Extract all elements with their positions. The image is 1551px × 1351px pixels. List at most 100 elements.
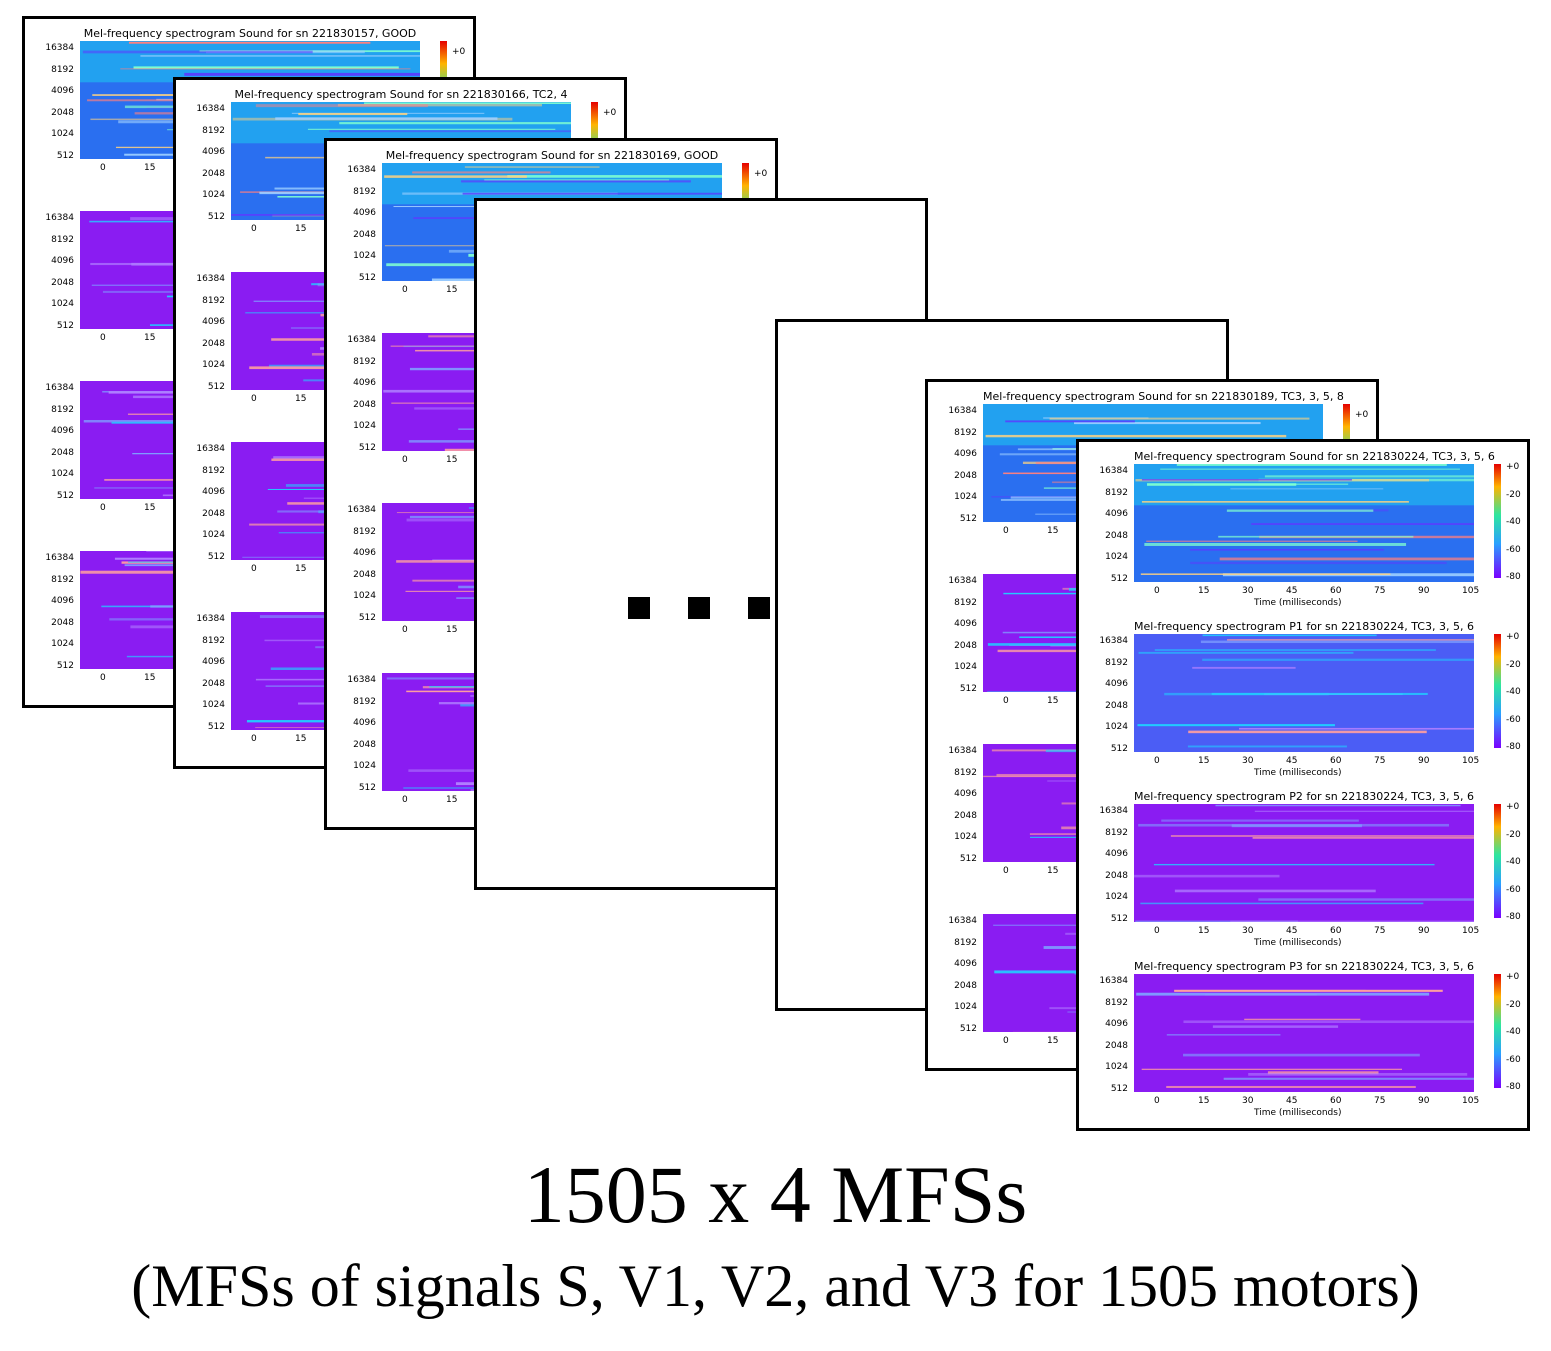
x-tick-label: 0 xyxy=(1154,926,1160,936)
x-tick-label: 0 xyxy=(1003,866,1009,876)
x-tick-label: 90 xyxy=(1418,926,1430,936)
x-tick-label: 0 xyxy=(1154,1096,1160,1106)
panel-title: Mel-frequency spectrogram Sound for sn 2… xyxy=(1134,450,1495,463)
y-tick-label: 512 xyxy=(959,684,977,694)
y-tick-label: 16384 xyxy=(948,746,977,756)
y-tick-label: 8192 xyxy=(1105,997,1128,1008)
x-tick-label: 45 xyxy=(1286,586,1298,596)
y-tick-label: 8192 xyxy=(1105,657,1128,668)
x-tick-label: 15 xyxy=(295,564,307,574)
colorbar-tick-label: +0 xyxy=(1506,462,1520,472)
x-tick-label: 0 xyxy=(1003,526,1009,536)
y-tick-label: 512 xyxy=(1110,914,1128,924)
y-tick-label: 16384 xyxy=(347,675,376,685)
y-tick-label: 16384 xyxy=(347,505,376,515)
x-tick-label: 0 xyxy=(251,394,257,404)
panel-title: Mel-frequency spectrogram Sound for sn 2… xyxy=(234,88,568,101)
spectrogram-image xyxy=(1134,974,1512,1092)
y-tick-label: 16384 xyxy=(948,576,977,586)
y-tick-label: 16384 xyxy=(347,335,376,345)
y-tick-label: 16384 xyxy=(1099,636,1128,646)
y-tick-label: 4096 xyxy=(1105,849,1128,860)
colorbar-tick-label: -20 xyxy=(1506,489,1521,500)
colorbar-tick-label: +0 xyxy=(603,108,617,118)
y-tick-label: 512 xyxy=(56,321,74,331)
y-tick-label: 2048 xyxy=(202,508,225,519)
x-tick-label: 15 xyxy=(1047,526,1059,536)
y-tick-label: 4096 xyxy=(1105,509,1128,520)
y-tick-label: 1024 xyxy=(51,469,74,480)
x-tick-label: 60 xyxy=(1330,1096,1342,1106)
y-tick-label: 4096 xyxy=(202,657,225,668)
x-tick-label: 15 xyxy=(144,673,156,683)
y-tick-label: 1024 xyxy=(353,591,376,602)
x-tick-label: 30 xyxy=(1242,586,1254,596)
y-tick-label: 4096 xyxy=(954,449,977,460)
y-tick-label: 1024 xyxy=(954,1002,977,1013)
y-tick-label: 2048 xyxy=(202,168,225,179)
x-tick-label: 0 xyxy=(402,285,408,295)
colorbar-tick-label: -80 xyxy=(1506,572,1521,582)
y-tick-label: 1024 xyxy=(1105,722,1128,733)
y-tick-label: 16384 xyxy=(948,916,977,926)
x-tick-label: 0 xyxy=(251,734,257,744)
y-tick-label: 1024 xyxy=(353,761,376,772)
x-tick-label: 0 xyxy=(251,564,257,574)
x-tick-label: 15 xyxy=(295,394,307,404)
y-tick-label: 512 xyxy=(959,514,977,524)
colorbar-tick-label: +0 xyxy=(1506,972,1520,982)
spectrogram-image xyxy=(1134,804,1527,924)
colorbar-tick-label: -80 xyxy=(1506,912,1521,922)
caption-sub: (MFSs of signals S, V1, V2, and V3 for 1… xyxy=(131,1253,1420,1319)
y-tick-label: 2048 xyxy=(1105,700,1128,711)
panel-title: Mel-frequency spectrogram Sound for sn 2… xyxy=(83,27,417,40)
y-tick-label: 2048 xyxy=(1105,530,1128,541)
x-tick-label: 15 xyxy=(1198,1096,1210,1106)
x-tick-label: 15 xyxy=(446,455,458,465)
x-tick-label: 105 xyxy=(1462,586,1480,596)
x-tick-label: 45 xyxy=(1286,1096,1298,1106)
y-tick-label: 1024 xyxy=(1105,892,1128,903)
colorbar-tick-label: +0 xyxy=(1355,410,1369,420)
x-tick-label: 0 xyxy=(1003,696,1009,706)
y-tick-label: 1024 xyxy=(353,421,376,432)
y-tick-label: 8192 xyxy=(51,404,74,415)
y-tick-label: 2048 xyxy=(1105,1040,1128,1051)
colorbar-tick-label: -60 xyxy=(1506,714,1521,725)
y-tick-label: 16384 xyxy=(45,553,74,563)
y-tick-label: 4096 xyxy=(954,619,977,630)
ellipsis-dot-1 xyxy=(628,597,650,619)
y-tick-label: 8192 xyxy=(954,937,977,948)
y-tick-label: 8192 xyxy=(51,64,74,75)
colorbar-tick-label: -20 xyxy=(1506,659,1521,670)
y-tick-label: 512 xyxy=(1110,744,1128,754)
spectrogram-image xyxy=(1134,634,1527,752)
y-tick-label: 4096 xyxy=(1105,679,1128,690)
x-tick-label: 15 xyxy=(144,503,156,513)
x-tick-label: 60 xyxy=(1330,756,1342,766)
x-tick-label: 45 xyxy=(1286,756,1298,766)
y-tick-label: 4096 xyxy=(954,789,977,800)
y-tick-label: 8192 xyxy=(51,234,74,245)
x-tick-label: 0 xyxy=(100,163,106,173)
y-tick-label: 1024 xyxy=(51,129,74,140)
y-tick-label: 1024 xyxy=(51,299,74,310)
y-tick-label: 1024 xyxy=(954,832,977,843)
x-tick-label: 15 xyxy=(295,734,307,744)
y-tick-label: 2048 xyxy=(1105,870,1128,881)
x-tick-label: 0 xyxy=(402,625,408,635)
y-tick-label: 512 xyxy=(207,212,225,222)
x-tick-label: 105 xyxy=(1462,756,1480,766)
x-tick-label: 45 xyxy=(1286,926,1298,936)
x-tick-label: 15 xyxy=(446,625,458,635)
y-tick-label: 2048 xyxy=(51,447,74,458)
y-tick-label: 512 xyxy=(358,783,376,793)
y-tick-label: 4096 xyxy=(51,426,74,437)
panel-title: Mel-frequency spectrogram P1 for sn 2218… xyxy=(1134,620,1474,633)
spectrogram-image xyxy=(1134,464,1527,582)
y-tick-label: 512 xyxy=(1110,1084,1128,1094)
x-tick-label: 0 xyxy=(402,795,408,805)
colorbar-tick-label: -40 xyxy=(1506,857,1521,867)
colorbar-tick-label: +0 xyxy=(1506,802,1520,812)
x-tick-label: 60 xyxy=(1330,586,1342,596)
